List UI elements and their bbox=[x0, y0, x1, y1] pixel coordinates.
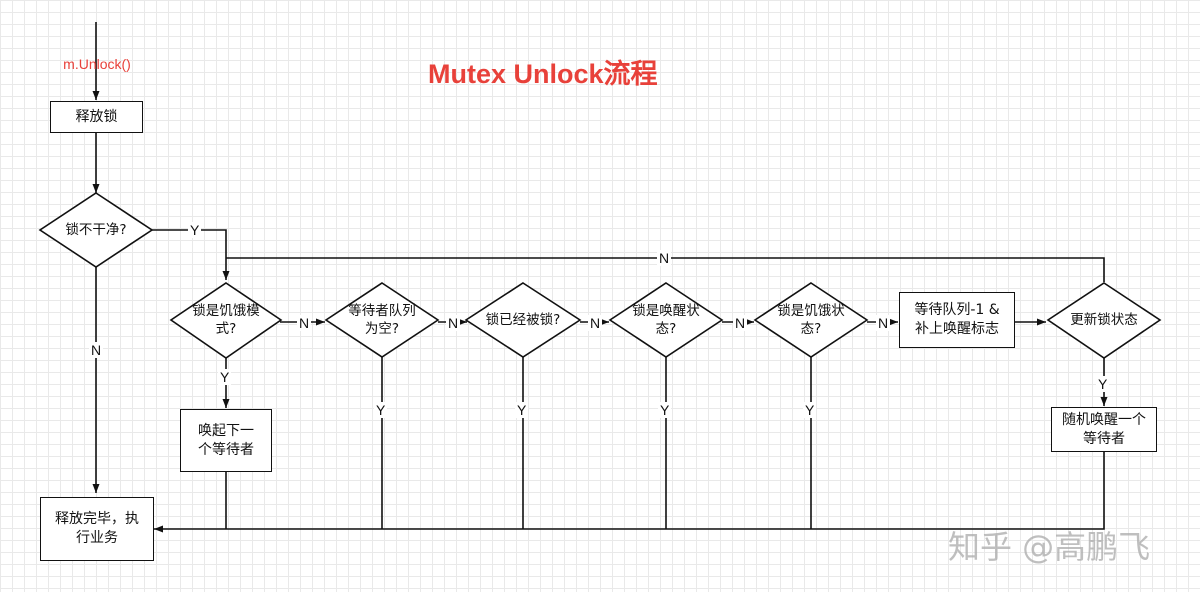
edge-label-woken-no: N bbox=[733, 315, 748, 331]
node-random-wake: 随机唤醒一个等待者 bbox=[1051, 407, 1157, 452]
watermark: 知乎 @高鹏飞 bbox=[948, 528, 1151, 566]
edge-label-dirty-yes: Y bbox=[188, 222, 202, 238]
label-starving-state: 锁是饥饿状态? bbox=[777, 303, 845, 337]
edge-label-update-yes: Y bbox=[1096, 376, 1110, 392]
label-queue-empty: 等待者队列为空? bbox=[348, 303, 416, 337]
node-dec-queue: 等待队列-1 & 补上唤醒标志 bbox=[899, 292, 1015, 348]
edge-label-starving-no: N bbox=[297, 315, 312, 331]
edge-dirty-yes bbox=[152, 229, 230, 280]
edge-label-queue-yes: Y bbox=[374, 402, 388, 418]
edge-label-queue-no: N bbox=[446, 315, 461, 331]
edge-label-locked-no: N bbox=[588, 315, 603, 331]
diamond-update-state bbox=[1046, 282, 1162, 359]
node-wake-next: 唤起下一个等待者 bbox=[180, 409, 272, 472]
node-release-lock: 释放锁 bbox=[50, 101, 143, 133]
edge-label-woken-yes: Y bbox=[658, 402, 672, 418]
diamond-starving-state bbox=[753, 282, 869, 358]
edge-label-starvstate-no: N bbox=[876, 315, 891, 331]
edge-label-starving-yes: Y bbox=[218, 369, 232, 385]
start-label: m.Unlock() bbox=[63, 56, 131, 72]
node-done: 释放完毕，执行业务 bbox=[40, 497, 154, 561]
diamond-already-locked bbox=[464, 282, 582, 358]
label-woken-state: 锁是唤醒状态? bbox=[632, 303, 700, 337]
edge-random-to-done bbox=[154, 452, 1105, 533]
diagram-title: Mutex Unlock流程 bbox=[428, 59, 658, 89]
edge-update-no-loop bbox=[226, 257, 1105, 282]
edge-label-dirty-no: N bbox=[89, 342, 104, 358]
diamond-starving-mode bbox=[169, 282, 283, 359]
edge-label-loop-no: N bbox=[657, 250, 672, 266]
diamond-queue-empty bbox=[324, 282, 440, 358]
label-update-state: 更新锁状态 bbox=[1070, 312, 1138, 328]
edge-label-locked-yes: Y bbox=[515, 402, 529, 418]
diamond-woken-state bbox=[608, 282, 724, 358]
edge-label-starvstate-yes: Y bbox=[803, 402, 817, 418]
label-starving-mode: 锁是饥饿模式? bbox=[192, 303, 260, 337]
diamond-lock-dirty bbox=[38, 192, 154, 268]
label-already-locked: 锁已经被锁? bbox=[485, 312, 561, 328]
label-lock-dirty: 锁不干净? bbox=[65, 222, 127, 238]
